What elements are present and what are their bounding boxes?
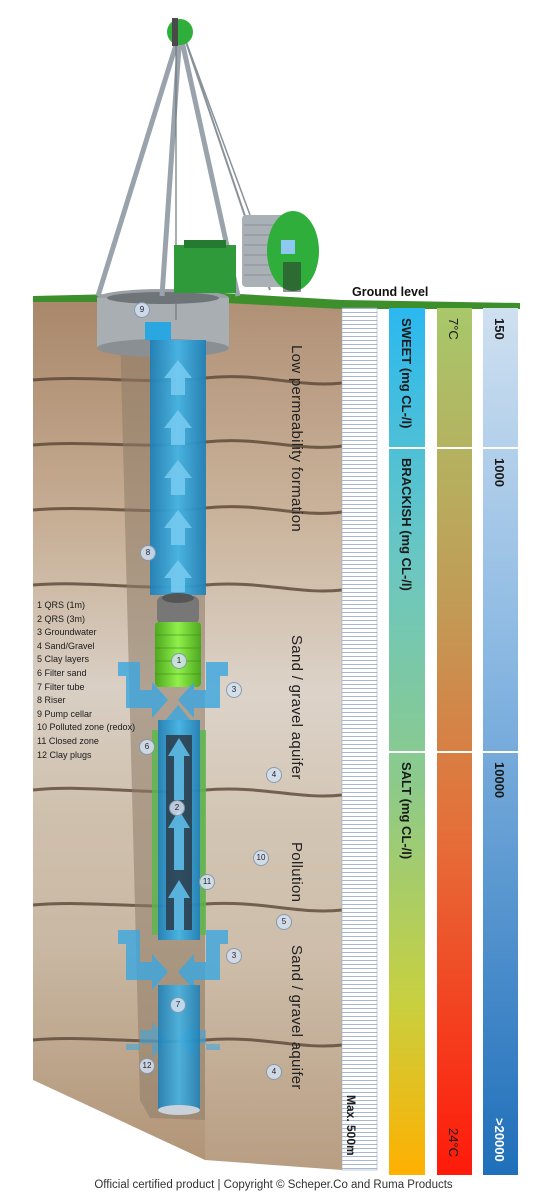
filter-sand-right	[200, 730, 206, 935]
legend-item: 3 Groundwater	[37, 627, 97, 638]
marker-7: 7	[170, 997, 186, 1013]
marker-3-lower: 3	[226, 948, 242, 964]
salinity-dividers	[389, 447, 518, 753]
legend-item: 9 Pump cellar	[37, 708, 93, 719]
temperature-bar	[437, 308, 472, 1175]
marker-2: 2	[169, 800, 185, 816]
marker-10: 10	[253, 850, 269, 866]
temperature-bottom-label: 24°C	[446, 1128, 461, 1158]
component-legend: 1 QRS (1m) 2 QRS (3m) 3 Groundwater 4 Sa…	[37, 599, 135, 762]
qrs-1m-unit	[155, 593, 201, 687]
legend-item: 8 Riser	[37, 695, 66, 706]
max-depth-label: Max. 500m	[344, 1095, 358, 1156]
temperature-top-label: 7°C	[446, 318, 461, 340]
chloride-value-max: >20000	[492, 1118, 507, 1162]
legend-item: 2 QRS (3m)	[37, 613, 86, 624]
marker-3-upper: 3	[226, 682, 242, 698]
legend-item: 1 QRS (1m)	[37, 600, 86, 610]
salinity-label-brackish: BRACKISH (mg CL-/l)	[399, 458, 414, 591]
ground-level-label: Ground level	[352, 285, 429, 299]
legend-item: 6 Filter sand	[37, 667, 87, 678]
legend-item: 4 Sand/Gravel	[37, 640, 95, 651]
legend-item: 10 Polluted zone (redox)	[37, 722, 136, 733]
marker-12: 12	[139, 1058, 155, 1074]
marker-4-upper: 4	[266, 767, 282, 783]
legend-item: 12 Clay plugs	[37, 749, 92, 760]
marker-6: 6	[139, 739, 155, 755]
riser-flow-arrows	[164, 360, 192, 592]
chloride-value-1000: 1000	[492, 458, 507, 487]
marker-4-lower: 4	[266, 1064, 282, 1080]
zone-label-pollution: Pollution	[288, 842, 305, 903]
depth-ruler	[341, 307, 378, 1171]
bottom-cap	[158, 1105, 200, 1115]
marker-8: 8	[140, 545, 156, 561]
legend-item: 7 Filter tube	[37, 681, 85, 692]
salinity-label-sweet: SWEET (mg CL-/l)	[399, 318, 414, 429]
copyright-footer: Official certified product | Copyright ©…	[94, 1179, 453, 1191]
filter-sand-left	[152, 730, 158, 935]
chloride-bar	[483, 308, 518, 1175]
legend-item: 11 Closed zone	[37, 735, 99, 746]
marker-11: 11	[199, 874, 215, 890]
zone-label-aquifer-lower: Sand / gravel aquifer	[288, 945, 305, 1090]
marker-1: 1	[171, 653, 187, 669]
legend-item: 5 Clay layers	[37, 654, 90, 665]
filter-flow-arrows	[168, 738, 190, 930]
chloride-value-150: 150	[492, 318, 507, 340]
marker-5: 5	[276, 914, 292, 930]
salinity-bar	[389, 308, 425, 1175]
pump-cellar	[97, 289, 229, 357]
zone-label-aquifer-upper: Sand / gravel aquifer	[288, 635, 305, 780]
drilling-rig	[95, 18, 319, 320]
chloride-value-10000: 10000	[492, 762, 507, 799]
zone-label-low-permeability: Low permeability formation	[288, 345, 305, 533]
salinity-label-salt: SALT (mg CL-/l)	[399, 762, 414, 860]
groundwater-arrows-upper	[118, 662, 228, 722]
marker-9: 9	[134, 302, 150, 318]
